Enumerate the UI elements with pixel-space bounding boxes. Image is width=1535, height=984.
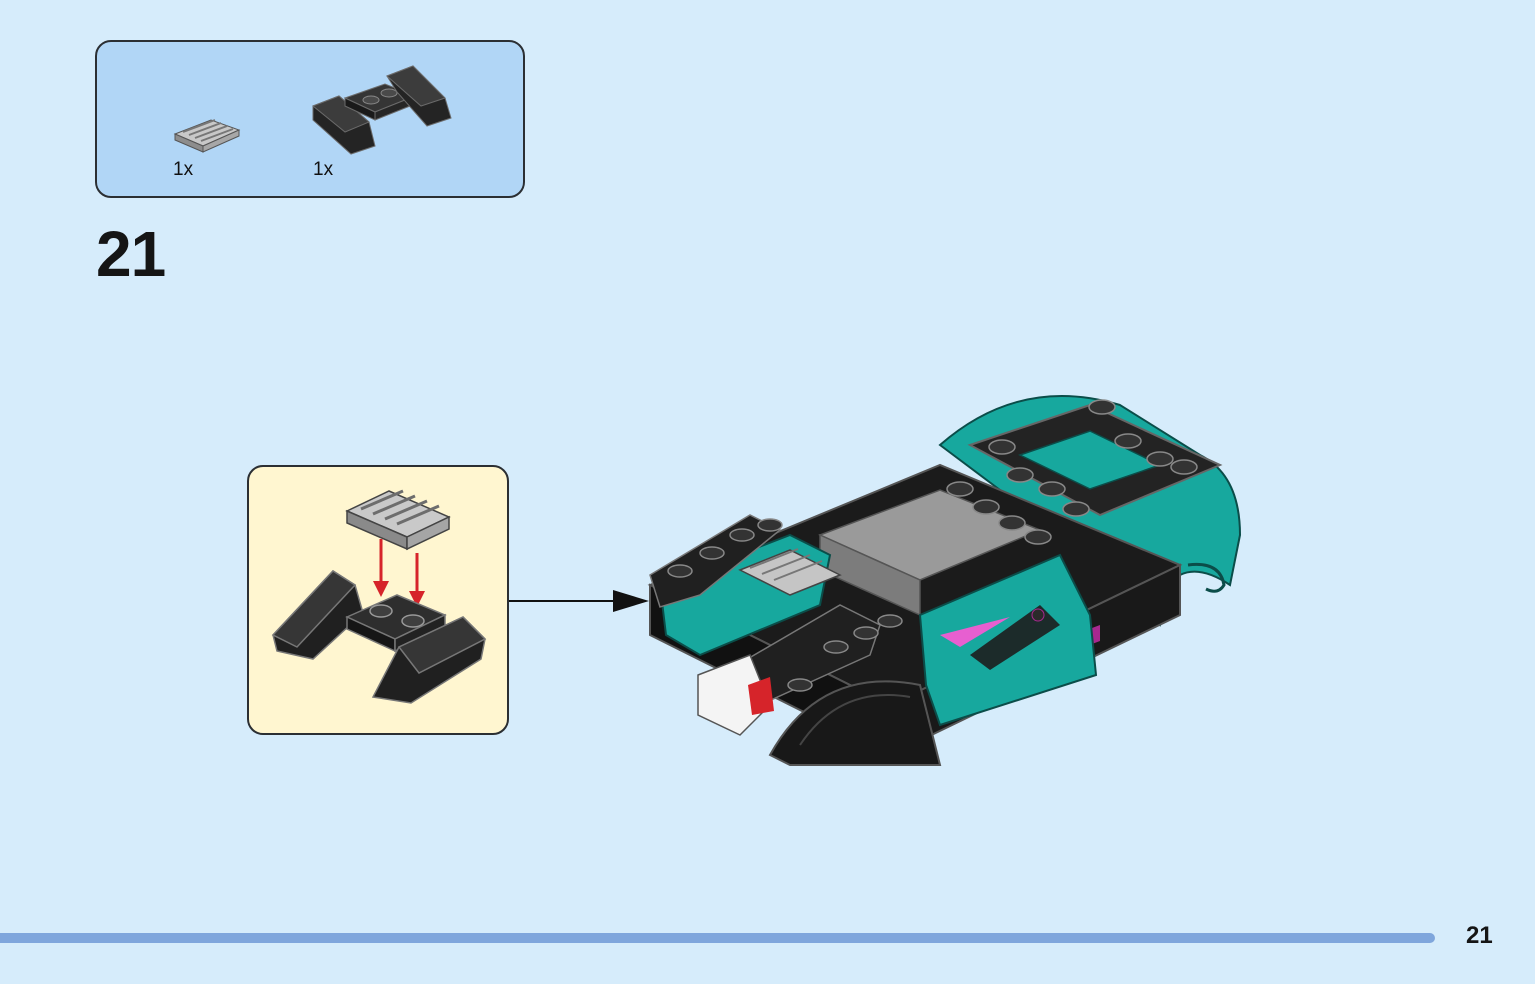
wing-plate-icon xyxy=(271,570,487,704)
sub-assembly-illustration xyxy=(271,489,487,704)
footer-progress-bar xyxy=(0,933,1435,943)
sub-assembly-callout xyxy=(247,465,509,735)
car-model-icon xyxy=(647,395,1242,766)
attach-arrow-icon xyxy=(373,539,425,607)
part-wing-plate xyxy=(311,62,453,158)
grille-tile-icon xyxy=(345,489,451,551)
parts-list-panel: 1x 1x xyxy=(95,40,525,198)
step-number: 21 xyxy=(96,218,166,290)
callout-pointer-arrow xyxy=(509,586,651,621)
part-grille-tile xyxy=(171,108,243,154)
part-count-grille-tile: 1x xyxy=(173,159,194,180)
car-model-illustration xyxy=(640,385,1250,780)
grille-tile-icon xyxy=(173,119,241,153)
wing-plate-icon xyxy=(312,65,452,155)
arrow-right-icon xyxy=(509,590,649,612)
page-number: 21 xyxy=(1466,922,1493,949)
part-count-wing-plate: 1x xyxy=(313,159,334,180)
